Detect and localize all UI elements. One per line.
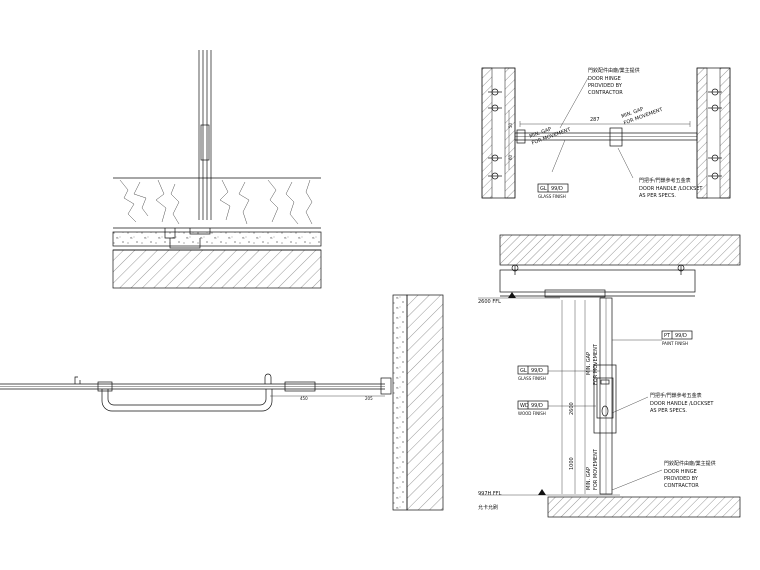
svg-text:PAINT FINISH: PAINT FINISH bbox=[662, 341, 688, 346]
handle-note-en-2-elev: AS PER SPECS. bbox=[650, 408, 687, 414]
finish-tag-pt: PT 99/D PAINT FINISH bbox=[612, 330, 693, 346]
gap-label-2: FOR MOVEMENT bbox=[593, 343, 599, 385]
hinge-note-en-2-elev: PROVIDED BY bbox=[664, 476, 699, 482]
dim-205: 205 bbox=[365, 396, 373, 401]
svg-text:GL: GL bbox=[540, 186, 547, 192]
gap-label-3: MIN. GAP bbox=[586, 467, 592, 490]
door-plan-detail: 門鉸配件由廠/業主提供 DOOR HINGE PROVIDED BY CONTR… bbox=[481, 67, 731, 199]
dim-1000: 1000 bbox=[569, 457, 575, 470]
svg-text:99/D: 99/D bbox=[551, 186, 563, 192]
hinge-note-cn-elev: 門鉸配件由廠/業主提供 bbox=[664, 460, 716, 467]
handle-note-cn: 門把手/門鎖參考五金表 bbox=[639, 177, 691, 184]
svg-text:99/D: 99/D bbox=[531, 403, 543, 409]
svg-text:WOOD FINISH: WOOD FINISH bbox=[518, 411, 546, 416]
hinge-note-en-1-elev: DOOR HINGE bbox=[664, 469, 697, 475]
handle-plan-detail: 450 205 bbox=[0, 373, 392, 412]
handle-note-en-2: AS PER SPECS. bbox=[639, 193, 676, 199]
level-bottom: 997H FFL bbox=[478, 491, 502, 497]
hinge-note-en-3: CONTRACTOR bbox=[588, 90, 623, 96]
gap-label-4: FOR MOVEMENT bbox=[593, 448, 599, 490]
hinge-note-cn: 門鉸配件由廠/業主提供 bbox=[588, 67, 640, 74]
door-elevation-section: 2600 FFL 997H FFL 允卡允刷 MIN. GAP FOR MOVE… bbox=[478, 234, 741, 518]
dim-b: 60 bbox=[508, 154, 513, 160]
svg-text:GLASS FINISH: GLASS FINISH bbox=[518, 376, 546, 381]
hinge-note-en-3-elev: CONTRACTOR bbox=[664, 483, 699, 489]
level-top: 2600 FFL bbox=[478, 299, 501, 305]
level-bottom-cn: 允卡允刷 bbox=[478, 504, 498, 511]
dim-a: 50 bbox=[508, 122, 513, 128]
dim-2600: 2600 bbox=[569, 402, 575, 415]
dim-450: 450 bbox=[300, 396, 308, 401]
hinge-note-en-1: DOOR HINGE bbox=[588, 76, 621, 82]
svg-text:PT: PT bbox=[664, 333, 671, 339]
dim-width: 287 bbox=[590, 117, 600, 123]
svg-text:99/D: 99/D bbox=[531, 368, 543, 374]
svg-text:GLASS FINISH: GLASS FINISH bbox=[538, 194, 566, 199]
gap-label-1: MIN. GAP bbox=[586, 352, 592, 375]
handle-note-en-1-elev: DOOR HANDLE /LOCKSET bbox=[650, 401, 714, 407]
finish-tag-gl: GL 99/D GLASS FINISH bbox=[537, 183, 569, 199]
handle-note-cn-elev: 門把手/門鎖參考五金表 bbox=[650, 392, 702, 399]
hinge-note-en-2: PROVIDED BY bbox=[588, 83, 623, 89]
finish-tag-gl-elev: GL 99/D GLASS FINISH bbox=[517, 365, 600, 381]
svg-text:GL: GL bbox=[520, 368, 527, 374]
svg-text:WD: WD bbox=[520, 403, 529, 409]
handle-note-en-1: DOOR HANDLE /LOCKSET bbox=[639, 186, 703, 192]
floor-section-detail bbox=[112, 50, 322, 289]
svg-text:99/D: 99/D bbox=[675, 333, 687, 339]
finish-tag-wd: WD 99/D WOOD FINISH bbox=[517, 400, 596, 416]
wall-section bbox=[392, 294, 444, 511]
